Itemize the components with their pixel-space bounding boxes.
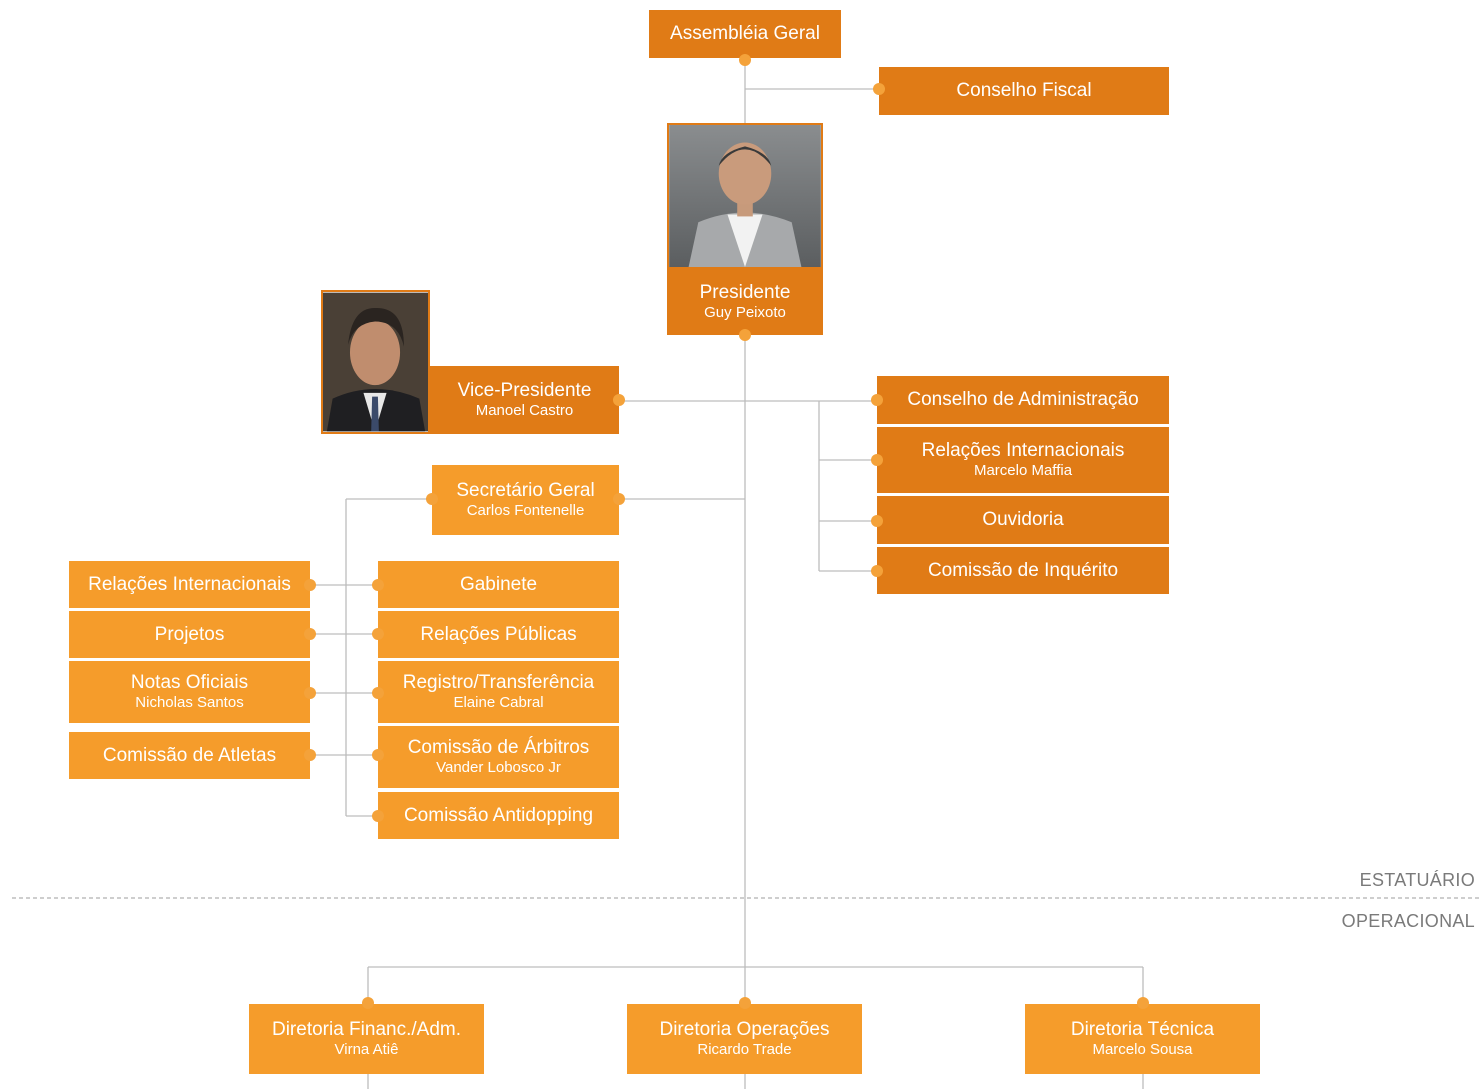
connector-dot: [372, 749, 384, 761]
secretaria-unit-title: Comissão Antidopping: [403, 804, 594, 826]
zone-label-operacional: OPERACIONAL: [1341, 911, 1475, 931]
ouvidoria-box[interactable]: Ouvidoria: [877, 496, 1169, 544]
relacoes-publicas-box[interactable]: Relações Públicas: [378, 611, 619, 658]
presidente-title: Presidente: [699, 282, 791, 304]
connector-dot: [304, 628, 316, 640]
comissao-arbitros-box[interactable]: Comissão de Árbitros Vander Lobosco Jr: [378, 726, 619, 788]
connector-dot: [372, 628, 384, 640]
left-unit-title: Notas Oficiais: [130, 672, 249, 694]
connector-dot: [873, 83, 885, 95]
connector-dot: [1137, 997, 1149, 1009]
presidente-box[interactable]: Presidente Guy Peixoto: [667, 269, 823, 335]
directorate-name: Marcelo Sousa: [1092, 1041, 1193, 1059]
vice-presidente-name: Manoel Castro: [475, 402, 574, 420]
secretaria-unit-title: Gabinete: [459, 573, 538, 595]
connector-dot: [871, 565, 883, 577]
connector-dot: [304, 579, 316, 591]
conselho-fiscal-box[interactable]: Conselho Fiscal: [879, 67, 1169, 115]
secretaria-unit-title: Relações Públicas: [420, 623, 577, 645]
connector-dot: [372, 579, 384, 591]
secretario-name: Carlos Fontenelle: [466, 502, 585, 520]
vice-presidente-title: Vice-Presidente: [457, 380, 592, 402]
connector-dot: [362, 997, 374, 1009]
connector-dot: [372, 810, 384, 822]
diretoria-operacoes-box[interactable]: Diretoria Operações Ricardo Trade: [627, 1004, 862, 1074]
secretaria-unit-title: Registro/Transferência: [402, 672, 595, 694]
projetos-box[interactable]: Projetos: [69, 611, 310, 658]
vice-presidente-portrait-image: [323, 292, 428, 432]
right-unit-title: Comissão de Inquérito: [927, 559, 1119, 581]
assembleia-label: Assembléia Geral: [670, 23, 820, 45]
secretaria-unit-name: Elaine Cabral: [453, 694, 544, 712]
connector-dot: [739, 329, 751, 341]
directorate-name: Virna Atiê: [334, 1041, 399, 1059]
presidente-portrait-image: [669, 125, 821, 267]
diretoria-tecnica-box[interactable]: Diretoria Técnica Marcelo Sousa: [1025, 1004, 1260, 1074]
directorate-title: Diretoria Financ./Adm.: [271, 1019, 461, 1041]
connector-dot: [739, 997, 751, 1009]
left-unit-title: Comissão de Atletas: [102, 744, 277, 766]
connector-dot: [613, 493, 625, 505]
connector-dot: [871, 515, 883, 527]
connector-dot: [304, 687, 316, 699]
comissao-inquerito-box[interactable]: Comissão de Inquérito: [877, 547, 1169, 594]
comissao-atletas-box[interactable]: Comissão de Atletas: [69, 732, 310, 779]
connector-dot: [426, 493, 438, 505]
relacoes-internacionais-right-box[interactable]: Relações Internacionais Marcelo Maffia: [877, 427, 1169, 493]
presidente-name: Guy Peixoto: [704, 304, 786, 322]
directorate-title: Diretoria Operações: [659, 1019, 830, 1041]
comissao-antidopping-box[interactable]: Comissão Antidopping: [378, 792, 619, 839]
connector-dot: [613, 394, 625, 406]
gabinete-box[interactable]: Gabinete: [378, 561, 619, 608]
conselho-fiscal-label: Conselho Fiscal: [956, 80, 1092, 102]
conselho-administracao-box[interactable]: Conselho de Administração: [877, 376, 1169, 424]
directorate-name: Ricardo Trade: [697, 1041, 792, 1059]
relacoes-internacionais-left-box[interactable]: Relações Internacionais: [69, 561, 310, 608]
secretaria-unit-title: Comissão de Árbitros: [407, 737, 590, 759]
right-unit-title: Conselho de Administração: [907, 389, 1139, 411]
assembleia-geral-box[interactable]: Assembléia Geral: [649, 10, 841, 58]
connector-dot: [372, 687, 384, 699]
zone-label-estatuario: ESTATUÁRIO: [1359, 870, 1475, 890]
right-unit-name: Marcelo Maffia: [973, 462, 1073, 480]
directorate-title: Diretoria Técnica: [1070, 1019, 1215, 1041]
connector-dot: [304, 749, 316, 761]
right-unit-title: Relações Internacionais: [921, 440, 1125, 462]
connector-dot: [871, 394, 883, 406]
left-unit-name: Nicholas Santos: [135, 694, 244, 712]
presidente-photo: [667, 123, 823, 269]
connector-dot: [739, 54, 751, 66]
left-unit-title: Relações Internacionais: [88, 573, 291, 595]
secretaria-unit-name: Vander Lobosco Jr: [436, 759, 561, 777]
connector-dot: [871, 454, 883, 466]
vice-presidente-photo: [321, 290, 430, 434]
vice-presidente-box[interactable]: Vice-Presidente Manoel Castro: [430, 366, 619, 434]
secretario-title: Secretário Geral: [456, 480, 595, 502]
registro-transferencia-box[interactable]: Registro/Transferência Elaine Cabral: [378, 661, 619, 723]
notas-oficiais-box[interactable]: Notas Oficiais Nicholas Santos: [69, 661, 310, 723]
left-unit-title: Projetos: [154, 623, 225, 645]
diretoria-financ-box[interactable]: Diretoria Financ./Adm. Virna Atiê: [249, 1004, 484, 1074]
right-unit-title: Ouvidoria: [982, 509, 1064, 531]
secretario-geral-box[interactable]: Secretário Geral Carlos Fontenelle: [432, 465, 619, 535]
